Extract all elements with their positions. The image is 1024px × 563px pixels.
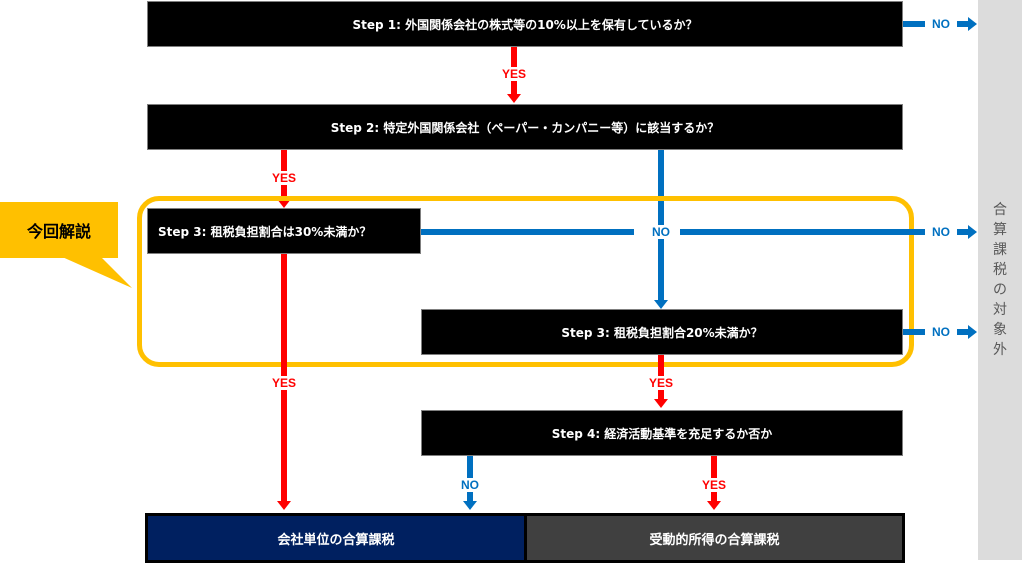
- arrow-down-icon: [277, 199, 291, 208]
- result-passive-income-text: 受動的所得の合算課税: [649, 532, 780, 548]
- step1-yes-label: YES: [498, 67, 530, 81]
- step2-yes-label: YES: [268, 171, 300, 185]
- arrow-down-icon: [277, 501, 291, 510]
- side-char: 税: [993, 262, 1007, 278]
- arrow-down-icon: [654, 399, 668, 408]
- step2-box: Step 2: 特定外国関係会社（ペーパー・カンパニー等）に該当するか？: [147, 104, 903, 150]
- side-char: 外: [993, 342, 1007, 358]
- step3a-no-line-3: [957, 229, 969, 235]
- callout-current-topic: 今回解説: [0, 202, 118, 258]
- result-passive-income: 受動的所得の合算課税: [524, 513, 905, 563]
- step4-yes-label: YES: [698, 478, 730, 492]
- step3b-no-line-2: [957, 329, 969, 335]
- arrow-right-icon: [968, 17, 977, 31]
- step3b-no-label: NO: [928, 325, 954, 339]
- step1-text: Step 1: 外国関係会社の株式等の10%以上を保有しているか？: [352, 17, 698, 32]
- out-of-scope-panel: [978, 0, 1022, 560]
- step3-20pct-box: Step 3: 租税負担割合20%未満か？: [421, 309, 903, 355]
- step3-30pct-box: Step 3: 租税負担割合は30%未満か？: [147, 208, 421, 254]
- step3b-no-line: [903, 329, 925, 335]
- out-of-scope-label: 合 算 課 税 の 対 象 外: [978, 200, 1022, 360]
- step4-text: Step 4: 経済活動基準を充足するか否か: [551, 426, 773, 441]
- step4-no-label: NO: [455, 478, 485, 492]
- side-char: 対: [993, 302, 1007, 318]
- step3b-yes-label: YES: [645, 376, 677, 390]
- arrow-down-icon: [507, 94, 521, 103]
- step3-30pct-text: Step 3: 租税負担割合は30%未満か？: [158, 224, 372, 239]
- result-company-unit-text: 会社単位の合算課税: [277, 532, 395, 548]
- current-topic-highlight: [137, 196, 914, 367]
- side-char: 象: [993, 322, 1007, 338]
- side-char: の: [993, 282, 1007, 298]
- step1-no-label: NO: [928, 17, 954, 31]
- step3a-no-label: NO: [646, 225, 676, 239]
- step3a-no-line: [420, 229, 634, 235]
- arrow-right-icon: [968, 325, 977, 339]
- callout-text: 今回解説: [26, 222, 91, 241]
- side-char: 課: [993, 242, 1007, 258]
- arrow-down-icon: [463, 501, 477, 510]
- step3-20pct-text: Step 3: 租税負担割合20%未満か？: [561, 325, 763, 340]
- callout-tail: [60, 256, 132, 288]
- arrow-right-icon: [968, 225, 977, 239]
- step1-box: Step 1: 外国関係会社の株式等の10%以上を保有しているか？: [147, 1, 903, 47]
- result-company-unit: 会社単位の合算課税: [145, 513, 527, 563]
- step1-no-line: [903, 21, 925, 27]
- side-char: 合: [993, 202, 1007, 218]
- side-char: 算: [993, 222, 1007, 238]
- step3a-no-label-right: NO: [928, 225, 954, 239]
- arrow-down-icon: [707, 501, 721, 510]
- step4-box: Step 4: 経済活動基準を充足するか否か: [421, 410, 903, 456]
- arrow-down-icon: [654, 300, 668, 309]
- step2-text: Step 2: 特定外国関係会社（ペーパー・カンパニー等）に該当するか？: [330, 120, 720, 135]
- step3a-yes-label: YES: [268, 376, 300, 390]
- step3a-no-line-2: [680, 229, 925, 235]
- step1-no-line-2: [957, 21, 969, 27]
